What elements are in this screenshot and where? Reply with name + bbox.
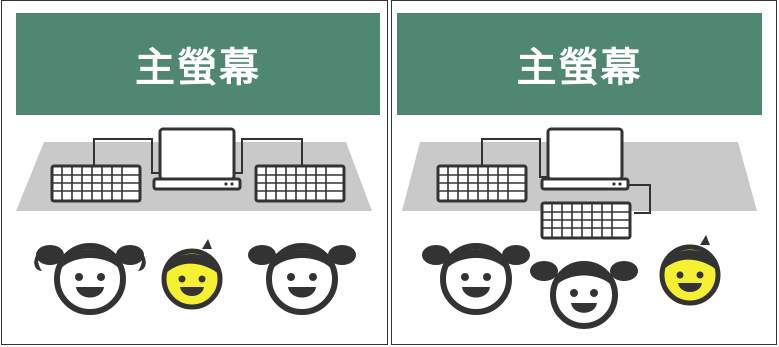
keyboard-icon	[436, 164, 528, 203]
cable-right	[232, 138, 303, 174]
keyboard-icon	[540, 201, 632, 240]
title-banner: 主螢幕	[16, 13, 380, 115]
girl-face-icon	[530, 261, 638, 329]
keyboard-icon	[254, 164, 346, 203]
cable-right	[624, 184, 651, 214]
girl-face-icon	[34, 243, 146, 315]
keyboard-icon	[50, 164, 142, 203]
panel-left: 主螢幕	[1, 0, 388, 345]
monitor-icon	[540, 127, 630, 191]
monitor-icon	[152, 127, 242, 191]
boy-face-icon	[161, 239, 223, 310]
title-banner: 主螢幕	[397, 13, 762, 115]
girl-face-icon	[248, 243, 356, 315]
panel-right: 主螢幕	[391, 0, 777, 345]
banner-title: 主螢幕	[516, 45, 643, 91]
scene-illustration	[402, 127, 757, 329]
cable-left	[481, 138, 552, 178]
boy-face-icon	[659, 235, 721, 306]
scene-illustration	[16, 127, 372, 315]
banner-title: 主螢幕	[135, 45, 261, 91]
cable-left	[93, 138, 162, 174]
girl-face-icon	[422, 243, 530, 315]
